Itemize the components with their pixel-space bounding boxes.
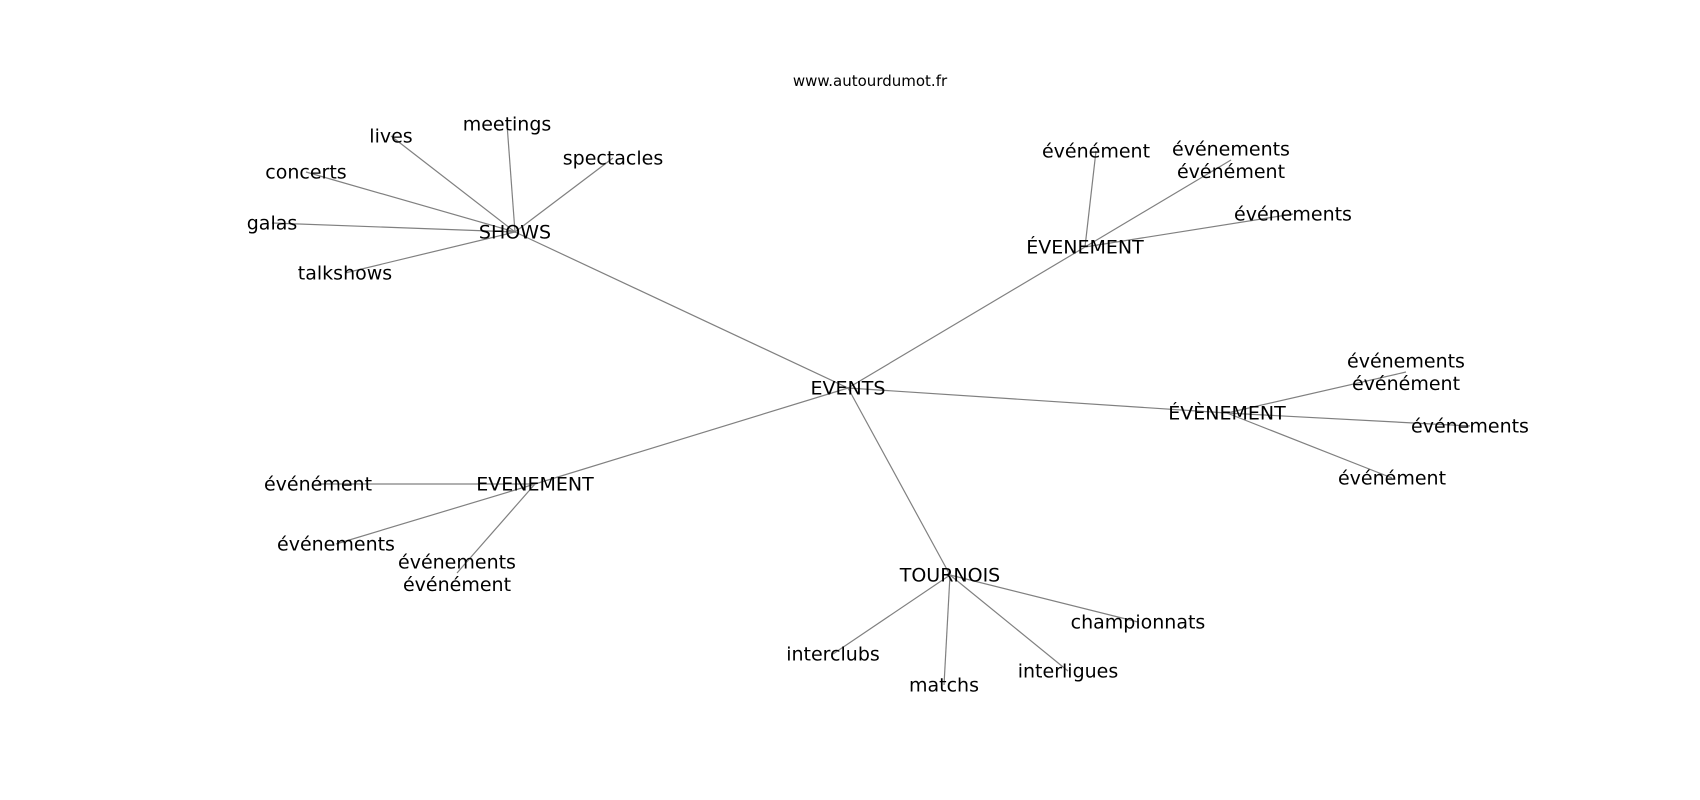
- edge-shows-talkshows: [344, 231, 516, 274]
- node-hub-shows: SHOWS: [479, 222, 551, 244]
- node-hub-evenement: ÉVÈNEMENT: [1168, 402, 1286, 425]
- edge-shows-lives: [390, 135, 516, 233]
- edge-evenement-evenement: [1084, 150, 1097, 248]
- edge-events-evenement: [847, 387, 1228, 414]
- node-leaf-evenements: événements: [277, 534, 395, 556]
- graph-labels: meetings lives spectacles concerts galas talk…: [247, 114, 1529, 697]
- edge-shows-concerts: [305, 171, 516, 233]
- node-leaf-galas: galas: [247, 213, 298, 235]
- node-leaf-evenements: événements: [1234, 204, 1352, 226]
- edge-tournois-interclubs: [832, 574, 951, 655]
- edge-evenement-evenements: [1084, 213, 1294, 248]
- graph-edges: [271, 123, 1471, 686]
- node-leaf-evenement: événément: [264, 474, 372, 496]
- node-leaf-concerts: concerts: [265, 162, 346, 184]
- site-watermark: www.autourdumot.fr: [792, 72, 948, 90]
- node-leaf-evenement: événément: [1338, 468, 1446, 490]
- node-center-events: EVENTS: [811, 378, 886, 400]
- edge-tournois-interligues: [949, 574, 1069, 672]
- node-hub-evenement: EVENEMENT: [476, 474, 594, 496]
- edge-evenement-evenements-evenement: [456, 483, 536, 574]
- edge-evenement-evenement: [1226, 412, 1393, 479]
- edge-evenement-evenements-evenement: [1084, 159, 1232, 248]
- edge-evenement-evenements-evenement: [1226, 371, 1407, 414]
- edge-shows-meetings: [506, 123, 516, 233]
- edge-evenement-evenements: [1226, 412, 1471, 427]
- node-hub-tournois: TOURNOIS: [899, 565, 1001, 587]
- node-leaf-interclubs: interclubs: [786, 644, 880, 666]
- edge-events-shows: [514, 231, 849, 389]
- edge-evenement-evenements: [335, 483, 536, 545]
- edge-shows-spectacles: [514, 157, 614, 233]
- node-leaf-championnats: championnats: [1071, 612, 1206, 634]
- edge-events-evenement: [534, 387, 849, 485]
- node-hub-evenement: ÉVENEMENT: [1026, 236, 1144, 259]
- edge-tournois-championnats: [949, 574, 1139, 623]
- node-leaf-spectacles: spectacles: [563, 148, 664, 170]
- edge-events-evenement: [847, 246, 1086, 389]
- node-leaf-talkshows: talkshows: [298, 263, 392, 285]
- edge-tournois-matchs: [943, 574, 951, 686]
- node-leaf-evenement: événément: [1042, 141, 1150, 163]
- node-leaf-interligues: interligues: [1018, 661, 1119, 683]
- edge-events-tournois: [847, 387, 951, 576]
- node-leaf-matchs: matchs: [909, 675, 979, 697]
- node-leaf-lives: lives: [369, 126, 412, 148]
- node-leaf-meetings: meetings: [463, 114, 552, 136]
- node-leaf-evenements: événements: [1411, 416, 1529, 438]
- edge-shows-galas: [271, 222, 516, 233]
